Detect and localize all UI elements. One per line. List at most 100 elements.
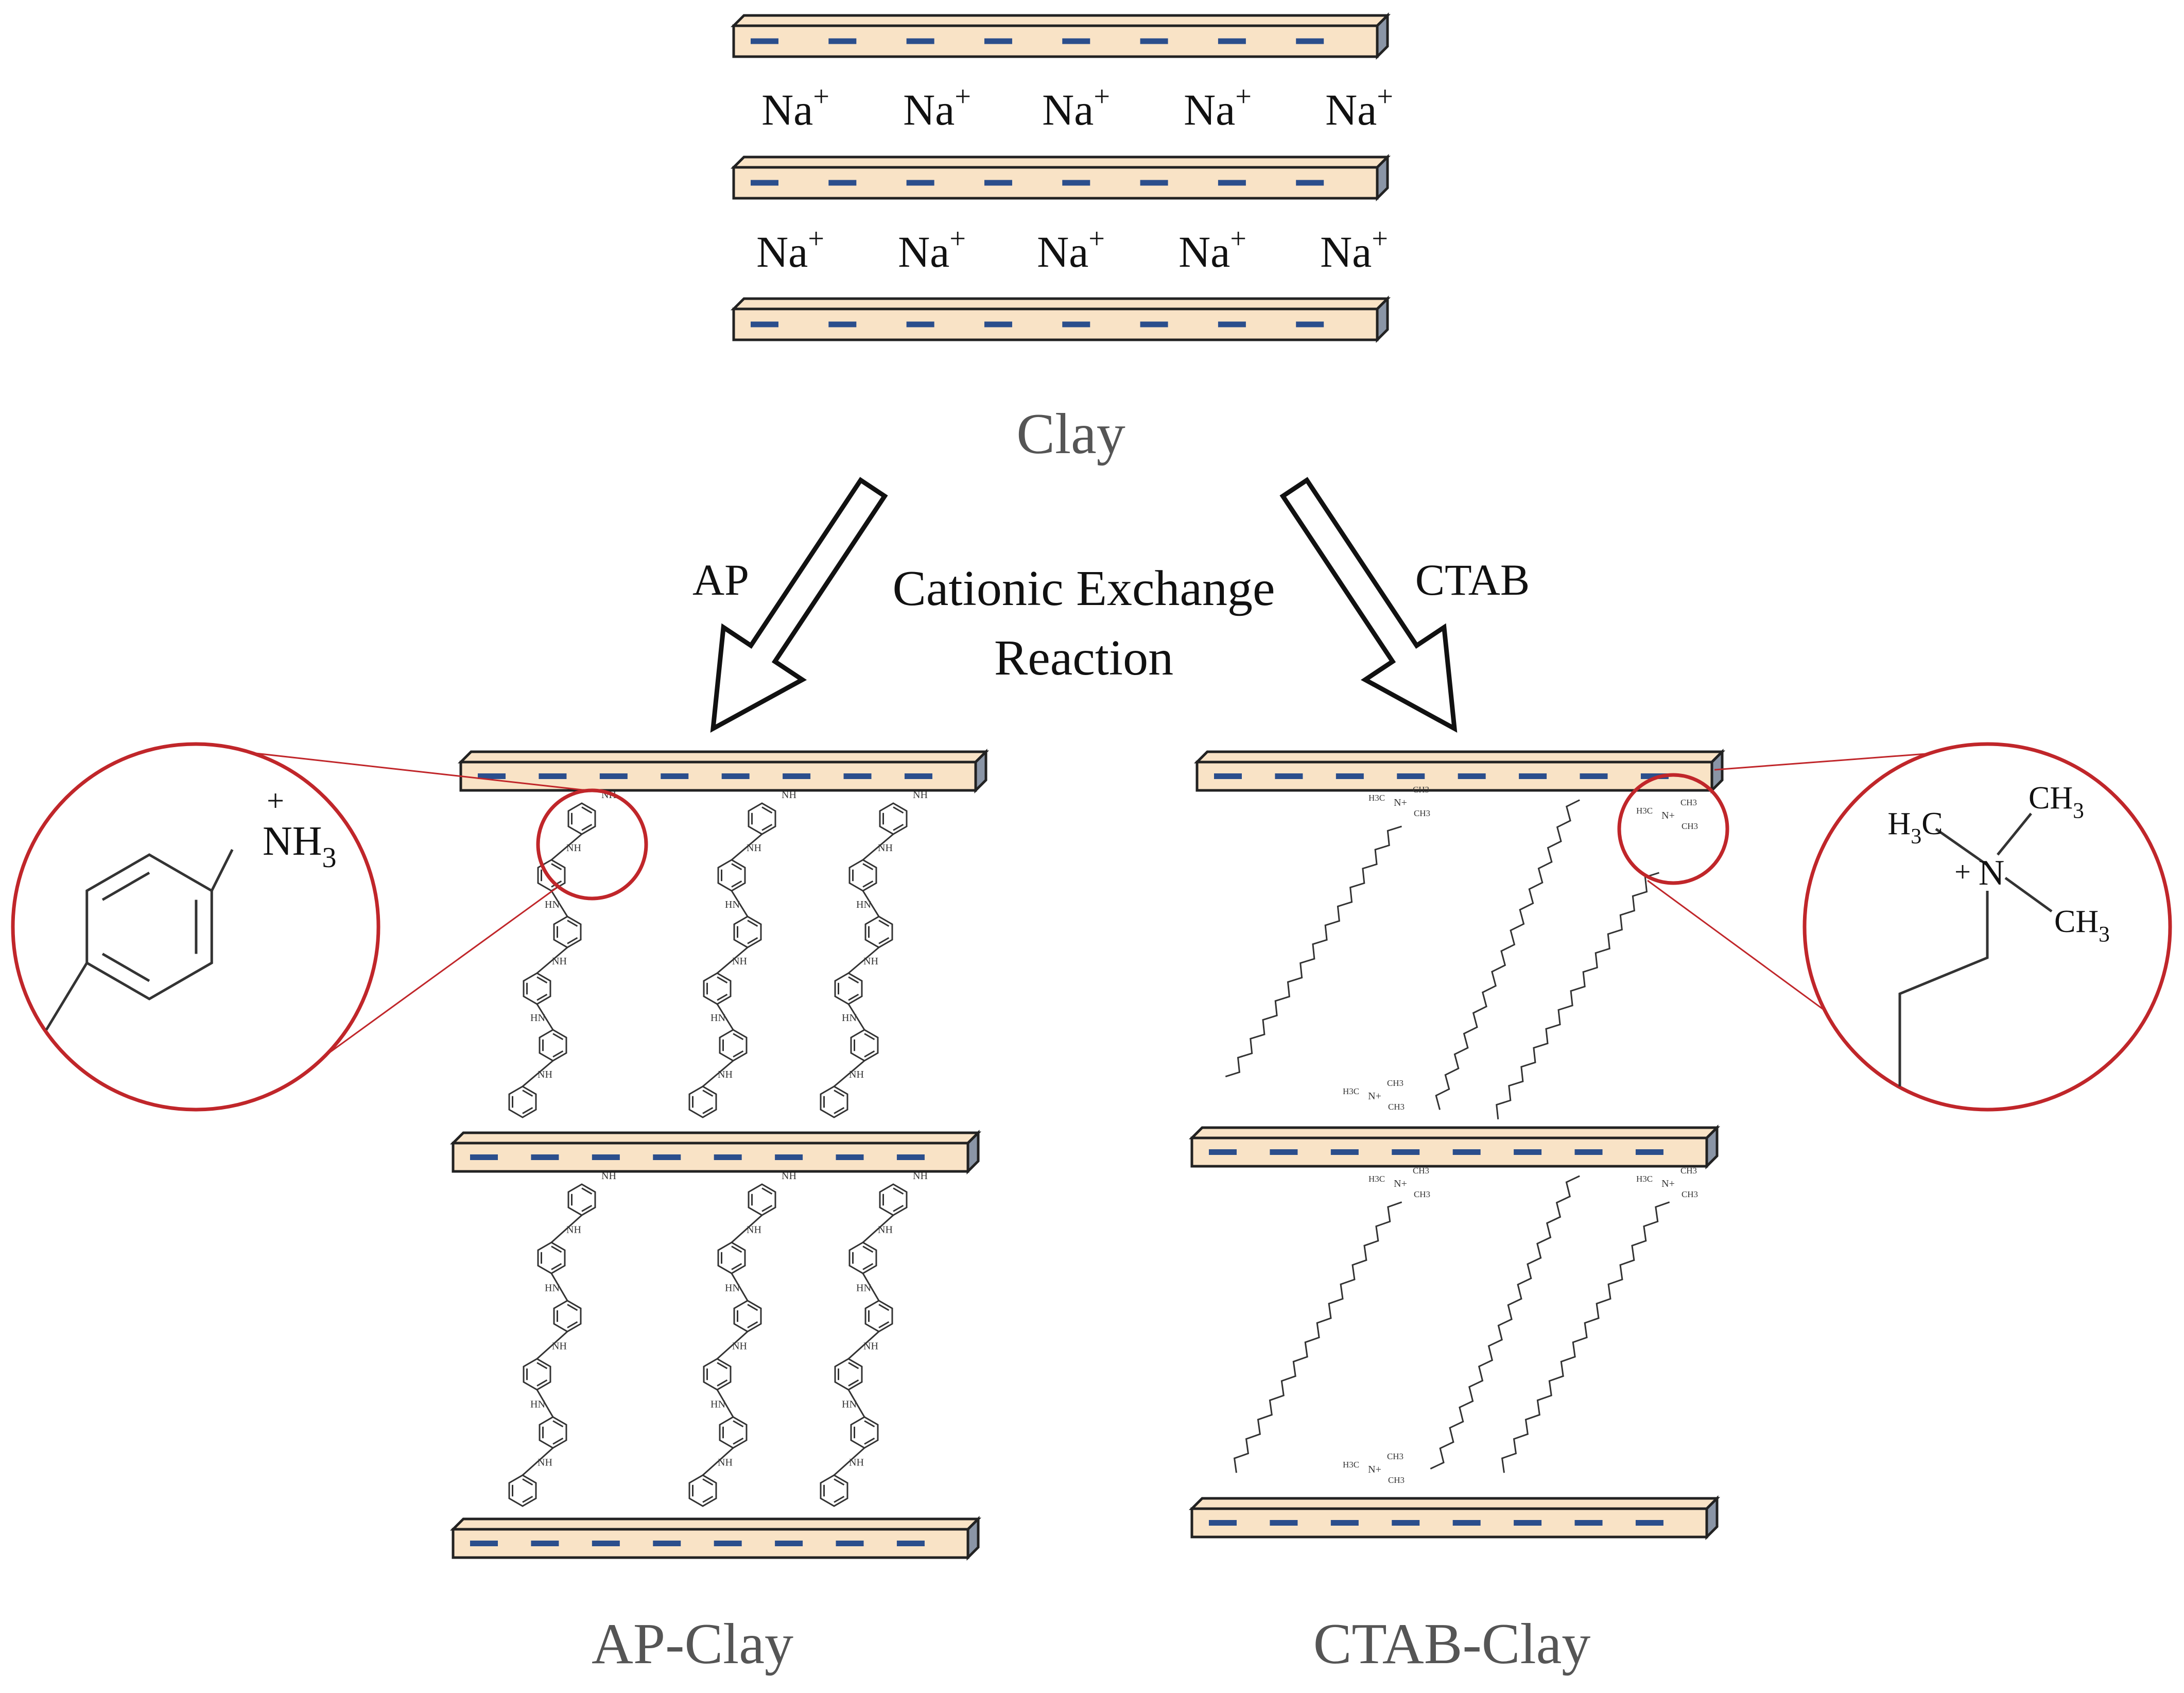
- chain-bond: [716, 1004, 734, 1030]
- ion-charge: +: [955, 81, 971, 113]
- methyl-group: CH3: [1387, 1452, 1403, 1461]
- chain-bond: [522, 1060, 553, 1087]
- ring-double-bond: [731, 1263, 742, 1270]
- nh-link: NH: [538, 1457, 552, 1469]
- ammonium-n: N+: [1368, 1464, 1381, 1475]
- layer-top-face: [730, 297, 1391, 310]
- layer-front-face: [459, 761, 977, 792]
- ctab-clay-layer-3: [1188, 1495, 1721, 1541]
- chain-bond: [847, 1331, 880, 1360]
- ring-double-bond: [731, 1246, 742, 1253]
- nh-link: NH: [538, 1069, 552, 1080]
- chain-bond: [862, 890, 880, 917]
- ring-double-bond: [848, 993, 859, 1001]
- ring-outline: [508, 1474, 537, 1507]
- layer-top-face: [1193, 750, 1726, 764]
- ring-double-bond: [733, 1033, 744, 1041]
- ring-double-bond: [536, 976, 548, 984]
- benzene-ring: [834, 972, 863, 1005]
- ctab-zoom-source: [1617, 773, 1729, 885]
- nh-link: NH: [863, 956, 878, 967]
- ring-double-bond: [848, 1379, 859, 1387]
- ion-charge: +: [1088, 223, 1105, 255]
- nh-link: NH: [849, 1069, 864, 1080]
- ring-double-bond: [581, 806, 593, 814]
- ring-double-bond: [864, 1420, 875, 1428]
- ring-double-bond: [717, 1362, 728, 1370]
- ap-clay-layer-3: [449, 1515, 982, 1561]
- n-c-bond: [1935, 827, 1988, 867]
- ap-zoom-callout: NH3+: [11, 742, 380, 1112]
- benzene-ring: [748, 1183, 776, 1216]
- nh-link: HN: [530, 1399, 545, 1410]
- ap-label: AP: [692, 555, 749, 604]
- ring-double-bond: [551, 1263, 562, 1270]
- alkyl-chain: [1435, 799, 1580, 1110]
- ring-double-bond: [733, 1437, 744, 1445]
- nh-link: NH: [849, 1457, 864, 1469]
- ctab-label: CTAB: [1415, 555, 1530, 604]
- ap-reaction-arrow: [710, 477, 888, 733]
- methyl-group: CH3: [1682, 1189, 1698, 1199]
- ring-double-bond: [101, 871, 150, 901]
- alkyl-chain: [1233, 1201, 1402, 1473]
- sodium-ion: Na+: [903, 81, 971, 134]
- methyl-carbon: C: [1921, 806, 1943, 841]
- ring-double-bond: [834, 1090, 845, 1097]
- ring-double-bond: [552, 1033, 564, 1041]
- chain-bond: [536, 1389, 554, 1418]
- benzene-ring: [719, 1416, 748, 1449]
- nh-link: HN: [545, 899, 560, 910]
- zoomed-nh3-charge: +: [267, 784, 284, 818]
- ring-double-bond: [878, 1304, 890, 1311]
- benzene-ring: [864, 1300, 893, 1333]
- nh-link: NH: [718, 1457, 733, 1469]
- chain-bond: [702, 1060, 734, 1087]
- ring-double-bond: [522, 1478, 533, 1486]
- chain-bond: [550, 1214, 583, 1243]
- ring-double-bond: [567, 937, 578, 944]
- ap-clay-caption: AP-Clay: [592, 1612, 793, 1676]
- chain-bond: [702, 1447, 734, 1476]
- ap-clay-layer-2: [449, 1129, 982, 1175]
- sodium-ion: Na+: [756, 223, 824, 277]
- methyl-group: CH3: [1413, 785, 1429, 794]
- layer-front-face: [452, 1528, 969, 1559]
- ring-double-bond: [567, 1304, 578, 1311]
- methyl-group: H3C: [1636, 806, 1653, 816]
- benzene-ring: [703, 972, 732, 1005]
- layer-top-face: [457, 750, 990, 764]
- alkyl-chain: [1501, 1201, 1670, 1473]
- chain-bond: [731, 833, 762, 861]
- ring-double-bond: [731, 880, 742, 888]
- nh3-terminal: NH: [782, 789, 796, 801]
- ring-double-bond: [536, 1379, 548, 1387]
- benzene-ring: [537, 1241, 566, 1274]
- ring-double-bond: [862, 1263, 874, 1270]
- ion-charge: +: [1372, 223, 1388, 255]
- subscript: 3: [2099, 922, 2110, 947]
- subscript: 3: [2073, 799, 2084, 823]
- benzene-ring: [553, 915, 582, 948]
- clay-layer-3: [730, 295, 1391, 343]
- benzene-ring: [733, 915, 762, 948]
- methyl-group: H3C: [1368, 793, 1385, 803]
- ring-double-bond: [733, 1420, 744, 1428]
- ring-double-bond: [536, 993, 548, 1001]
- chain-bond: [833, 1447, 865, 1476]
- ring-double-bond: [893, 806, 904, 814]
- chain-bond: [550, 890, 568, 917]
- exchange-label-line2: Reaction: [994, 630, 1173, 686]
- benzene-ring: [848, 1241, 877, 1274]
- chain-bond: [848, 946, 879, 974]
- ring-double-bond: [761, 806, 773, 814]
- benzene-ring: [820, 1474, 848, 1507]
- sodium-ion: Na+: [1178, 223, 1246, 277]
